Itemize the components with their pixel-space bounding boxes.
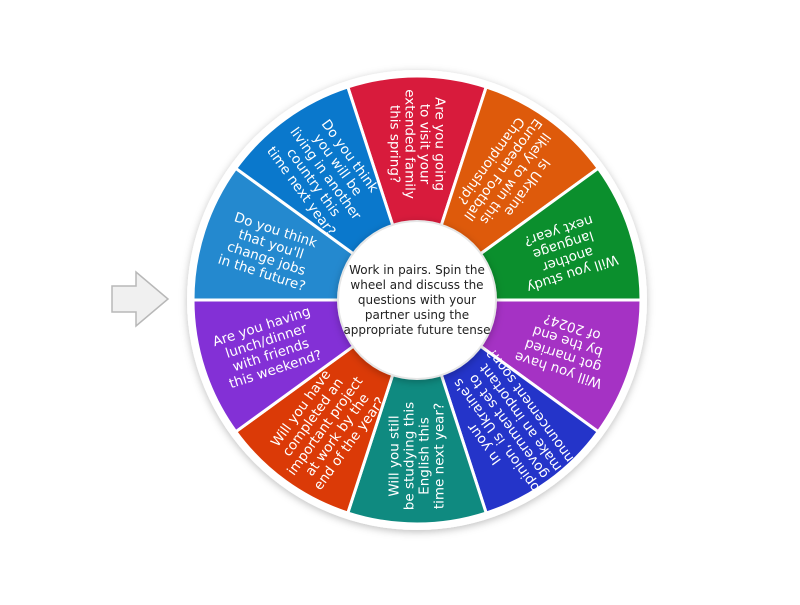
- wheel-segment-label: Do you thinkyou will beliving in another…: [262, 107, 388, 241]
- wheel-segment-label: Will you havegot marriedby the endof 202…: [513, 305, 618, 391]
- wheel-segment-label: Will you havecompleted animportant proje…: [260, 356, 391, 496]
- wheel-segment-label: Are you goingto visit yourextended famil…: [387, 89, 448, 199]
- arrow-right-icon: [111, 270, 170, 328]
- wheel-segment-label: Will you stillbe studying thisEnglish th…: [387, 402, 448, 510]
- wheel-hub[interactable]: [337, 220, 497, 380]
- wheel-segment[interactable]: [345, 74, 489, 305]
- wheel-center-text[interactable]: Work in pairs. Spin the wheel and discus…: [343, 262, 491, 337]
- wheel-segment[interactable]: [345, 295, 489, 526]
